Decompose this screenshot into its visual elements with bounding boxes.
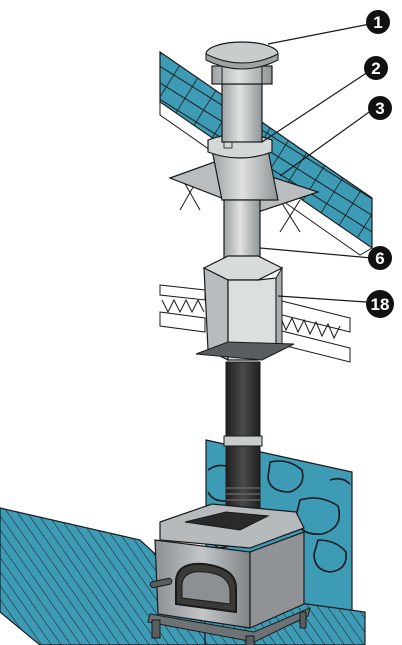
ceiling-joists <box>159 284 351 363</box>
callout-3-label: 3 <box>375 99 384 118</box>
leader-lines <box>259 23 373 303</box>
stove-door-handle <box>149 577 173 589</box>
callout-3: 3 <box>368 96 392 120</box>
stove-legs <box>151 611 307 645</box>
leader-line-18 <box>277 295 367 303</box>
ceiling-insulation <box>161 298 341 340</box>
ceiling-support-box <box>195 255 295 361</box>
callout-6: 6 <box>368 246 392 270</box>
chimney-cap <box>205 41 279 85</box>
callout-1: 1 <box>366 10 390 34</box>
leader-line-6 <box>259 247 373 259</box>
callout-6-label: 6 <box>375 249 384 268</box>
callout-2: 2 <box>364 56 388 80</box>
leader-line-3 <box>279 109 373 177</box>
leader-line-1 <box>267 23 371 45</box>
leader-line-2 <box>261 71 369 143</box>
callout-2-label: 2 <box>371 59 380 78</box>
upper-chimney-pipe <box>221 83 263 143</box>
callout-1-label: 1 <box>373 13 382 32</box>
callout-18-label: 18 <box>371 295 390 314</box>
wood-stove <box>147 503 311 645</box>
callout-18: 18 <box>366 290 394 318</box>
roof-flashing <box>168 149 320 213</box>
black-stove-pipe <box>223 361 263 517</box>
